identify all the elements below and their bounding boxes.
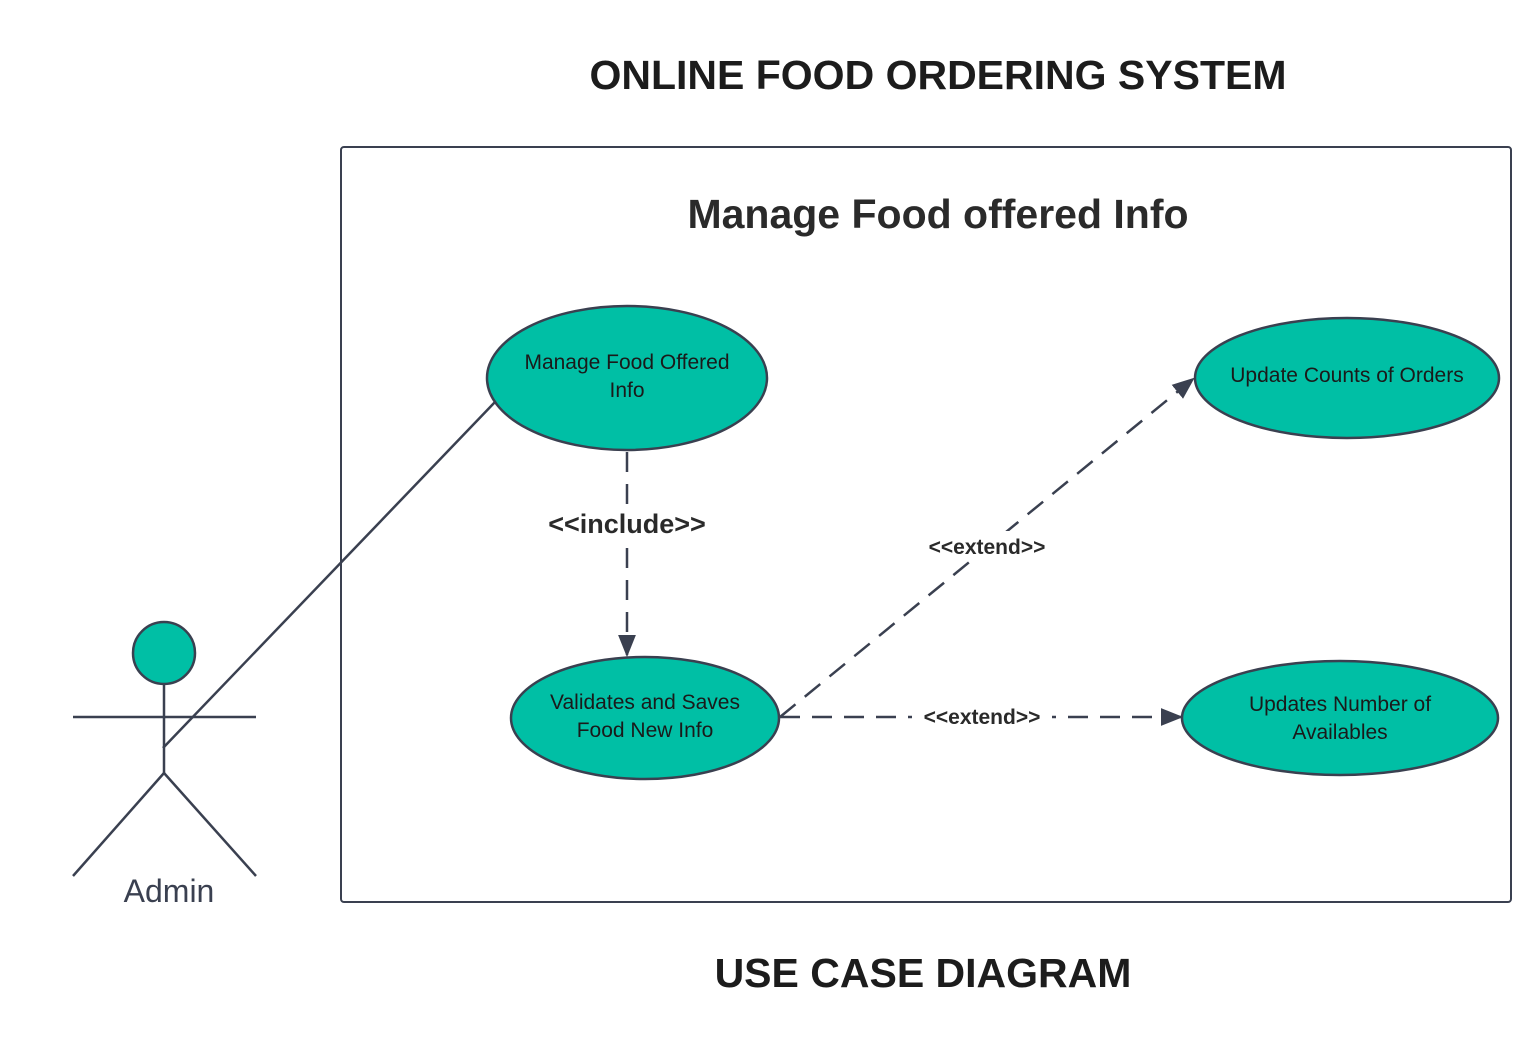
use-case-ellipse — [1180, 659, 1500, 777]
use-case-label: Food New Info — [577, 719, 714, 742]
diagram-title: ONLINE FOOD ORDERING SYSTEM — [589, 52, 1287, 98]
actor-right-leg — [163, 772, 257, 877]
association-line — [162, 401, 496, 749]
diagram-subtitle: USE CASE DIAGRAM — [714, 950, 1132, 996]
use-case-update-availables[interactable]: Updates Number of Availables — [1180, 659, 1500, 777]
use-case-update-counts[interactable]: Update Counts of Orders — [1193, 316, 1501, 440]
system-boundary — [340, 146, 1512, 903]
use-case-label: Manage Food Offered — [524, 351, 729, 374]
actor-label: Admin — [124, 873, 215, 909]
system-boundary-title: Manage Food offered Info — [687, 191, 1188, 237]
use-case-ellipse — [509, 655, 781, 781]
use-case-ellipse — [485, 304, 769, 452]
use-case-ellipse — [1193, 316, 1501, 440]
include-label: <<include>> — [548, 509, 706, 539]
extend-label-availables: <<extend>> — [924, 706, 1041, 729]
actor-admin[interactable]: Admin — [72, 620, 257, 909]
extend-label-availables-bg — [912, 702, 1052, 732]
extend-label-counts: <<extend>> — [929, 536, 1046, 559]
use-case-label: Update Counts of Orders — [1230, 364, 1463, 387]
extend-label-counts-bg — [918, 531, 1056, 561]
use-case-validate-save[interactable]: Validates and Saves Food New Info — [509, 655, 781, 781]
use-case-label: Availables — [1292, 721, 1387, 744]
use-case-label: Updates Number of — [1249, 693, 1431, 716]
use-case-manage-food[interactable]: Manage Food Offered Info — [485, 304, 769, 452]
actor-left-leg — [72, 772, 165, 877]
include-label-bg — [540, 505, 716, 545]
actor-head — [131, 620, 197, 686]
use-case-label: Validates and Saves — [550, 691, 740, 714]
use-case-label: Info — [609, 379, 644, 402]
